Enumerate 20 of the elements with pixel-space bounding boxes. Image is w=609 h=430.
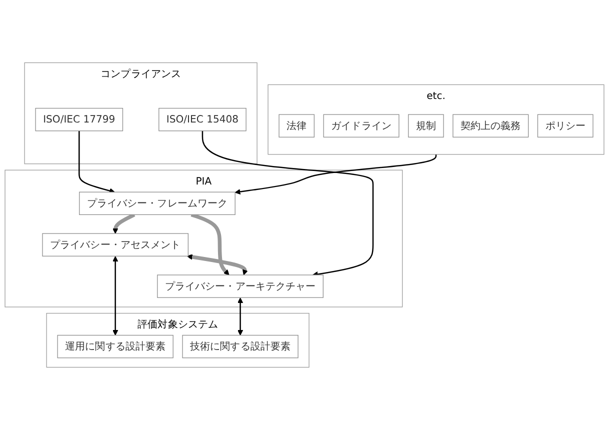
arrow xyxy=(186,254,248,276)
node-box: 法律 xyxy=(278,114,314,138)
arrow xyxy=(202,130,374,277)
arrow xyxy=(112,256,118,336)
node-box: ガイドライン xyxy=(323,114,400,138)
arrow xyxy=(190,212,230,276)
arrow xyxy=(112,213,136,234)
node-box: 規制 xyxy=(408,114,444,138)
node-box: ISO/IEC 15408 xyxy=(158,108,246,132)
node-box: プライバシー・アセスメント xyxy=(42,233,188,256)
node-box: プライバシー・アーキテクチャー xyxy=(157,274,324,298)
node-box: ポリシー xyxy=(537,114,594,138)
node-box: プライバシー・フレームワーク xyxy=(79,192,236,215)
node-box: 契約上の義務 xyxy=(452,114,529,138)
node-box: ISO/IEC 17799 xyxy=(35,108,124,132)
arrow xyxy=(78,130,115,194)
arrow xyxy=(238,298,244,336)
node-box: 技術に関する設計要素 xyxy=(182,334,298,358)
node-box: 運用に関する設計要素 xyxy=(57,334,174,358)
arrow xyxy=(234,154,437,195)
